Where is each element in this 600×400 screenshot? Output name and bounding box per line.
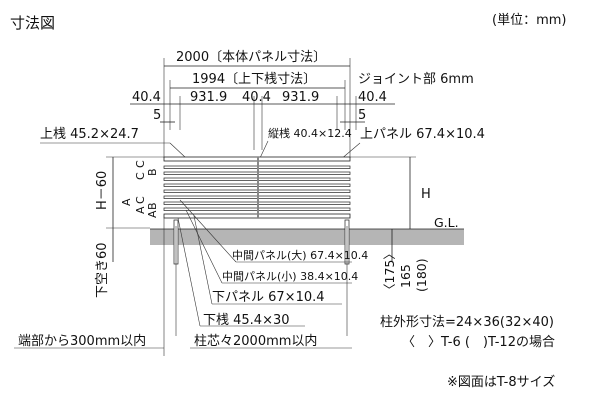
label-mid-panel-small: 中間パネル(小) 38.4×10.4 [222,270,358,283]
leaders-lower [14,199,352,349]
gap-label: C [134,196,147,204]
dim-center-post: 40.4 [242,90,271,105]
dim-embed-175: 〈175〉 [382,247,397,296]
label-vertical-rail: 縦桟 40.4×12.4 [268,126,352,140]
gap-label: A [120,198,133,206]
dim-embed-180: (180) [414,258,429,292]
fence-panel [163,156,351,219]
gap-letters: C C B A C A B A [120,160,159,218]
label-top-panel: 上パネル 67.4×10.4 [360,127,485,142]
label-end-note: 端部から300mm以内 [18,333,146,349]
dim-clearance: 下空き60 [95,242,110,298]
dim-left-post: 40.4 [132,90,161,105]
dim-embed-165: 165 [398,264,413,288]
dim-overall: 2000〔本体パネル寸法〕 [176,50,326,65]
gl-label: G.L. [434,215,459,230]
label-bottom-rail: 下桟 45.4×30 [203,313,290,328]
gap-label: C [134,172,147,180]
dim-right-5: 5 [358,108,366,123]
dim-rail-length: 1994〔上下桟寸法〕 [192,72,316,87]
gap-label: A [146,210,159,218]
dim-h: H [421,187,431,202]
dim-span-b: 931.9 [282,90,319,105]
leader-vertical-rail [259,140,269,159]
dimension-lines [130,65,395,123]
post-size-line2: 〈 〉T-6 ( )T-12の場合 [402,335,555,350]
gap-label: A [134,206,147,214]
unit-note: (単位：mm) [492,12,566,28]
post-size-line1: 柱外形寸法=24×36(32×40) [380,315,554,330]
gap-label: B [146,202,159,210]
ground-fill [150,229,464,245]
drawing-title: 寸法図 [10,14,55,32]
gap-label: B [146,168,159,176]
dim-h60: H－60 [95,171,110,210]
dim-joint: ジョイント部 6mm [358,72,474,87]
label-bottom-panel: 下パネル 67×10.4 [212,290,325,305]
leader-top-rail [169,142,187,159]
gap-label: C [134,160,147,168]
label-post-pitch: 柱芯々2000mm以内 [194,333,317,349]
dim-left-5: 5 [153,108,161,123]
label-top-rail: 上桟 45.2×24.7 [40,127,139,142]
dim-right-post: 40.4 [358,90,387,105]
figure-note: ※図面はT-8サイズ [447,374,555,390]
dim-span-a: 931.9 [190,90,227,105]
label-mid-panel-large: 中間パネル(大) 67.4×10.4 [232,248,368,262]
